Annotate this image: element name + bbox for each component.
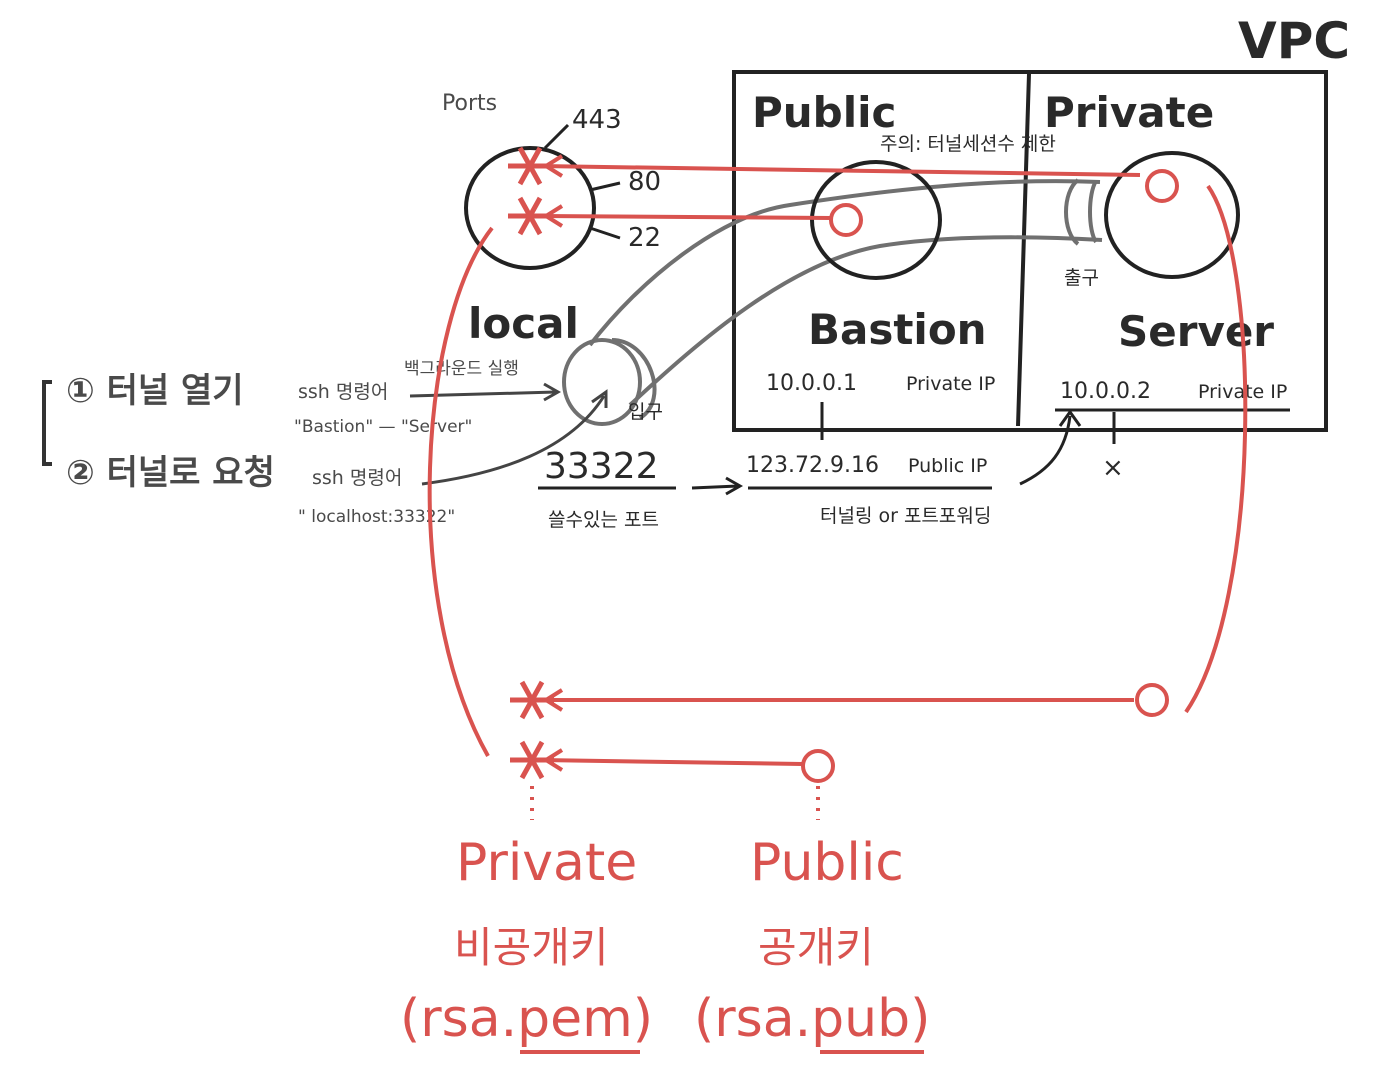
public-key-arrow-top [539, 214, 833, 220]
cmd2-args: " localhost:33322" [298, 507, 455, 527]
forwarding-caption: 터널링 or 포트포워딩 [820, 505, 991, 527]
port-80: 80 [628, 167, 661, 197]
server-private-ip: 10.0.0.2 [1060, 379, 1151, 404]
private-key-file: (rsa.pem) [400, 989, 653, 1049]
bastion-public-ip-label: Public IP [908, 455, 987, 477]
public-key-label: Public [750, 833, 904, 893]
public-key-file: (rsa.pub) [694, 989, 930, 1049]
bastion-private-ip-label: Private IP [906, 373, 995, 395]
public-subnet-label: Public [752, 88, 896, 137]
step-2-label: ② 터널로 요청 [66, 453, 275, 493]
cmd1-arrow [409, 382, 562, 402]
ssh-tunnel [562, 178, 1103, 426]
port-22-tick [589, 226, 621, 240]
private-subnet-label: Private [1044, 88, 1214, 137]
local-port-caption: 쓸수있는 포트 [548, 509, 659, 531]
server-private-ip-label: Private IP [1198, 381, 1287, 403]
subnet-divider [1016, 73, 1031, 427]
local-node [464, 146, 596, 270]
private-key-arrow-top [539, 164, 1141, 177]
tunnel-session-note: 주의: 터널세션수 제한 [880, 133, 1056, 155]
vpc-box [732, 70, 1328, 432]
port-443: 443 [572, 105, 622, 135]
port-80-tick [589, 181, 621, 192]
server-key-loop [1184, 184, 1248, 714]
ports-label: Ports [442, 91, 497, 116]
server-node [1104, 151, 1240, 279]
bastion-private-ip: 10.0.0.1 [766, 371, 857, 396]
private-key-label: Private [456, 833, 637, 893]
tunnel-entrance [562, 338, 642, 426]
local-label: local [468, 299, 579, 348]
cmd1-title: ssh 명령어 [298, 381, 388, 403]
tunnel-exit-ring [1064, 178, 1080, 246]
forward-to-server-arrow [1019, 409, 1082, 486]
step-1-label: ① 터널 열기 [66, 371, 244, 411]
server-label: Server [1118, 307, 1274, 356]
cmd1-background: 백그라운드 실행 [404, 359, 519, 379]
local-port-number: 33322 [544, 446, 659, 487]
bastion-key-dot [829, 203, 863, 237]
tunnel-exit-label: 출구 [1064, 267, 1099, 289]
bastion-public-ip: 123.72.9.16 [746, 453, 879, 478]
forwarding-arrow [691, 476, 744, 496]
key-flows [427, 164, 1248, 820]
cmd2-arrow [421, 389, 608, 486]
tunnel-upper-edge [588, 179, 1101, 347]
public-key-korean: 공개키 [758, 923, 874, 972]
public-key-source-dot [801, 749, 835, 783]
cmd1-args: "Bastion" — "Server" [294, 417, 472, 437]
port-22: 22 [628, 223, 661, 253]
bastion-label: Bastion [808, 305, 987, 354]
local-key-loop [427, 226, 494, 757]
tunnel-entrance-label: 입구 [628, 401, 663, 423]
vpc-label: VPC [1238, 12, 1350, 70]
server-key-dot [1145, 169, 1179, 203]
server-blocked-mark: × [1102, 453, 1124, 483]
bastion-node [810, 160, 942, 280]
cmd2-title: ssh 명령어 [312, 467, 402, 489]
private-key-korean: 비공개키 [454, 923, 609, 972]
port-443-tick [543, 123, 570, 150]
steps-bracket [42, 380, 52, 466]
private-key-source-dot [1135, 683, 1169, 717]
public-key-arrow-bottom [539, 758, 803, 766]
tunnel-lower-edge [628, 235, 1103, 407]
